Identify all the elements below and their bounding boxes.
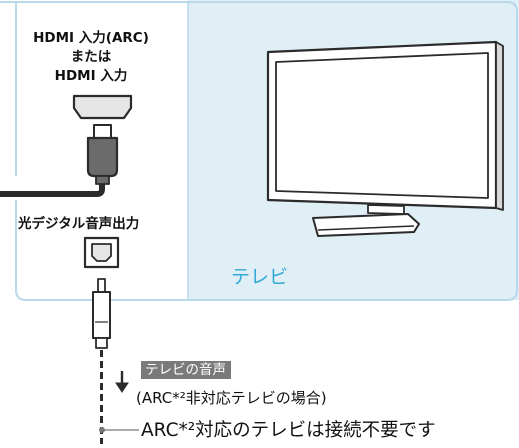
hdmi-cable — [0, 184, 105, 197]
optical-output-label: 光デジタル音声出力 — [18, 216, 140, 232]
hdmi-input-label-line-3: HDMI 入力 — [54, 68, 128, 84]
optical-port-icon — [83, 236, 120, 269]
signal-arrow-icon — [115, 371, 129, 393]
tv-label: テレビ — [231, 266, 289, 288]
hdmi-input-label-line-1: HDMI 入力(ARC) — [33, 30, 149, 46]
leader-line — [99, 427, 139, 433]
non-arc-tv-note: (ARC*²非対応テレビの場合) — [136, 389, 327, 407]
hdmi-plug-icon — [86, 124, 119, 185]
hdmi-port-icon — [72, 94, 133, 120]
television-icon — [266, 40, 504, 237]
hdmi-input-label-line-2: または — [70, 49, 112, 65]
arc-tv-note: ARC*²対応のテレビは接続不要です — [141, 420, 436, 441]
optical-plug-icon — [92, 278, 111, 349]
tv-panel-frame — [0, 1, 518, 301]
hdmi-input-label: HDMI 入力(ARC) または HDMI 入力 — [15, 29, 167, 86]
tv-audio-tag: テレビの音声 — [141, 361, 231, 379]
